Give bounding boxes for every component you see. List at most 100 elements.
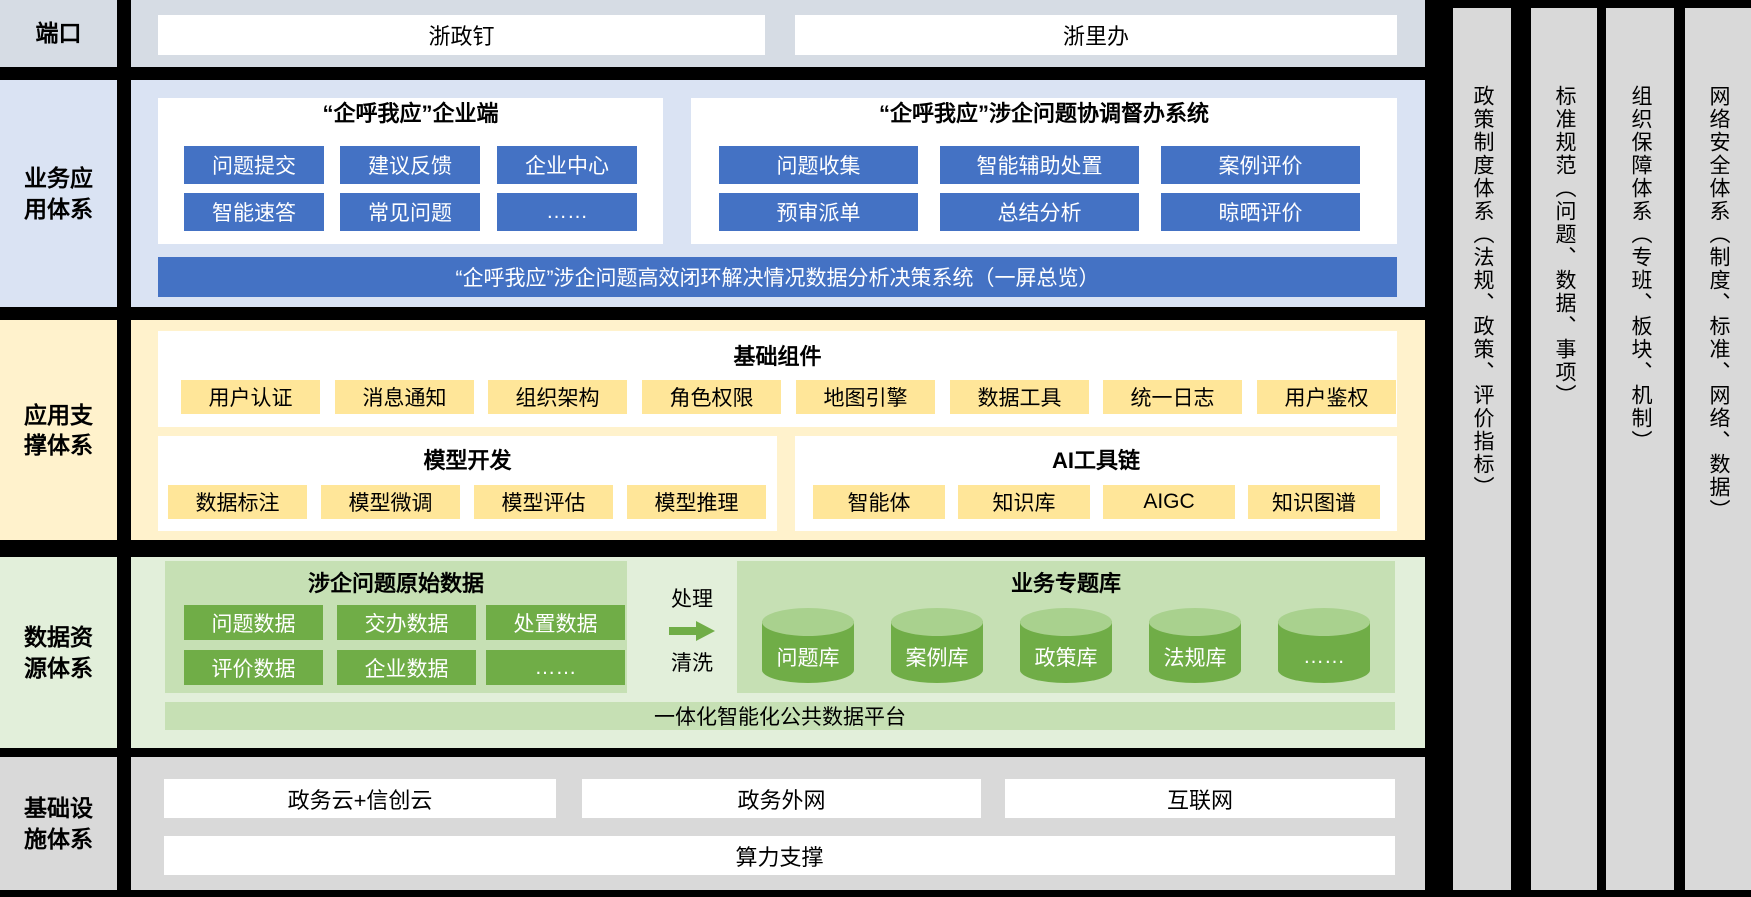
port-band-bg <box>0 0 117 67</box>
port-channel-zheliban: 浙里办 <box>795 15 1397 55</box>
pillar-text: 网络安全体系（制度、标准、网络、数据） <box>1707 85 1730 522</box>
pillar-text: 标准规范（问题、数据、事项） <box>1553 85 1576 407</box>
banner-text: “企呼我应”涉企问题高效闭环解决情况数据分析决策系统（一屏总览） <box>455 267 1100 290</box>
infra-bar-computing: 算力支撑 <box>164 836 1395 875</box>
layer-label-data: 数据资 源体系 <box>0 557 117 748</box>
cylinder-top <box>762 608 854 636</box>
data-button: 企业数据 <box>337 650 476 685</box>
ai-toolchain-title: AI工具链 <box>1051 448 1140 473</box>
infra-band-bg <box>0 757 117 890</box>
pillar-text: 政策制度体系（法规、政策、评价指标） <box>1471 85 1494 499</box>
cylinder-top <box>1149 608 1241 636</box>
data-button: 评价数据 <box>184 650 323 685</box>
process-label: 处理 <box>671 588 713 611</box>
layer-label-support: 应用支 撑体系 <box>0 320 117 540</box>
pillar-policy-system: 政策制度体系（法规、政策、评价指标） <box>1453 8 1511 890</box>
clean-label: 清洗 <box>671 652 713 675</box>
pillar-standards: 标准规范（问题、数据、事项） <box>1531 8 1597 890</box>
feature-button-ellipsis: …… <box>497 193 637 231</box>
database-cylinder: 政策库 <box>1020 608 1112 684</box>
feature-button: 晾晒评价 <box>1161 193 1360 231</box>
data-button-ellipsis: …… <box>486 650 625 685</box>
feature-button: 问题提交 <box>184 146 324 184</box>
channel-text: 浙政钉 <box>428 24 495 49</box>
component-button: 统一日志 <box>1103 380 1242 414</box>
component-button: 知识库 <box>958 485 1090 519</box>
infra-text: 算力支撑 <box>735 844 824 870</box>
data-button: 问题数据 <box>184 605 323 640</box>
data-band-bg <box>0 557 117 748</box>
topic-db-panel: 业务专题库 问题库 案例库 政策库 法规库 …… <box>737 561 1395 693</box>
component-button: 用户认证 <box>181 380 320 414</box>
database-cylinder: 法规库 <box>1149 608 1241 684</box>
decision-system-banner: “企呼我应”涉企问题高效闭环解决情况数据分析决策系统（一屏总览） <box>158 257 1397 297</box>
feature-button: 建议反馈 <box>340 146 480 184</box>
layer-label-business: 业务应 用体系 <box>0 80 117 307</box>
component-button: 模型推理 <box>627 485 766 519</box>
layer-label-line: 应用支 <box>24 401 93 428</box>
business-band-bg <box>0 80 117 307</box>
component-button: AIGC <box>1103 485 1235 519</box>
feature-button: 智能速答 <box>184 193 324 231</box>
pillar-network-security: 网络安全体系（制度、标准、网络、数据） <box>1685 8 1751 890</box>
feature-button: 企业中心 <box>497 146 637 184</box>
feature-button: 预审派单 <box>719 193 918 231</box>
component-button: 知识图谱 <box>1248 485 1380 519</box>
model-dev-panel: 模型开发 数据标注 模型微调 模型评估 模型推理 <box>158 436 777 531</box>
component-button: 角色权限 <box>642 380 781 414</box>
feature-button: 案例评价 <box>1161 146 1360 184</box>
layer-label-line: 源体系 <box>24 654 93 681</box>
layer-label-port: 端口 <box>0 0 117 67</box>
infra-text: 政务外网 <box>737 787 826 813</box>
component-button: 数据标注 <box>168 485 307 519</box>
layer-label-line: 基础设 <box>24 795 93 822</box>
layer-label-line: 施体系 <box>24 825 93 852</box>
layer-label-line: 撑体系 <box>24 432 93 458</box>
port-channel-zhezhengding: 浙政钉 <box>158 15 765 55</box>
component-button: 数据工具 <box>950 380 1089 414</box>
coordination-panel: “企呼我应”涉企问题协调督办系统 问题收集 智能辅助处置 案例评价 预审派单 总… <box>691 98 1397 244</box>
topic-db-title: 业务专题库 <box>1010 571 1121 596</box>
support-band-bg <box>0 320 117 540</box>
infra-text: 互联网 <box>1166 787 1233 813</box>
platform-bar: 一体化智能化公共数据平台 <box>165 702 1395 730</box>
database-cylinder-ellipsis: …… <box>1278 608 1370 684</box>
component-button: 消息通知 <box>335 380 474 414</box>
feature-button: 智能辅助处置 <box>940 146 1139 184</box>
layer-label-line: 业务应 <box>24 165 93 192</box>
component-button: 组织架构 <box>488 380 627 414</box>
infra-bar-cloud: 政务云+信创云 <box>164 779 556 818</box>
component-button: 模型微调 <box>321 485 460 519</box>
component-button: 地图引擎 <box>796 380 935 414</box>
database-cylinder: 问题库 <box>762 608 854 684</box>
infra-bar-gov-network: 政务外网 <box>582 779 981 818</box>
pillar-text: 组织保障体系（专班、板块、机制） <box>1629 85 1652 453</box>
layer-label-line: 数据资 <box>24 624 93 651</box>
infra-text: 政务云+信创云 <box>287 787 433 813</box>
platform-bar-text: 一体化智能化公共数据平台 <box>654 706 906 729</box>
feature-button: 问题收集 <box>719 146 918 184</box>
infra-bar-internet: 互联网 <box>1005 779 1395 818</box>
layer-label-infra: 基础设 施体系 <box>0 757 117 890</box>
component-button: 用户鉴权 <box>1257 380 1396 414</box>
component-button: 智能体 <box>813 485 945 519</box>
raw-data-title: 涉企问题原始数据 <box>307 571 484 596</box>
cylinder-top <box>1020 608 1112 636</box>
base-components-title: 基础组件 <box>733 344 822 369</box>
raw-data-panel: 涉企问题原始数据 问题数据 交办数据 处置数据 评价数据 企业数据 …… <box>165 561 627 693</box>
enterprise-panel: “企呼我应”企业端 问题提交 建议反馈 企业中心 智能速答 常见问题 …… <box>158 98 663 244</box>
channel-text: 浙里办 <box>1062 24 1129 49</box>
feature-button: 总结分析 <box>940 193 1139 231</box>
layer-label-text: 端口 <box>35 20 82 47</box>
component-button: 模型评估 <box>474 485 613 519</box>
data-button: 处置数据 <box>486 605 625 640</box>
database-cylinder: 案例库 <box>891 608 983 684</box>
process-arrow-icon <box>669 621 715 641</box>
data-button: 交办数据 <box>337 605 476 640</box>
base-components-panel: 基础组件 用户认证 消息通知 组织架构 角色权限 地图引擎 数据工具 统一日志 … <box>158 331 1397 427</box>
cylinder-top <box>1278 608 1370 636</box>
feature-button: 常见问题 <box>340 193 480 231</box>
cylinder-top <box>891 608 983 636</box>
layer-label-line: 用体系 <box>24 195 93 222</box>
ai-toolchain-panel: AI工具链 智能体 知识库 AIGC 知识图谱 <box>795 436 1397 531</box>
